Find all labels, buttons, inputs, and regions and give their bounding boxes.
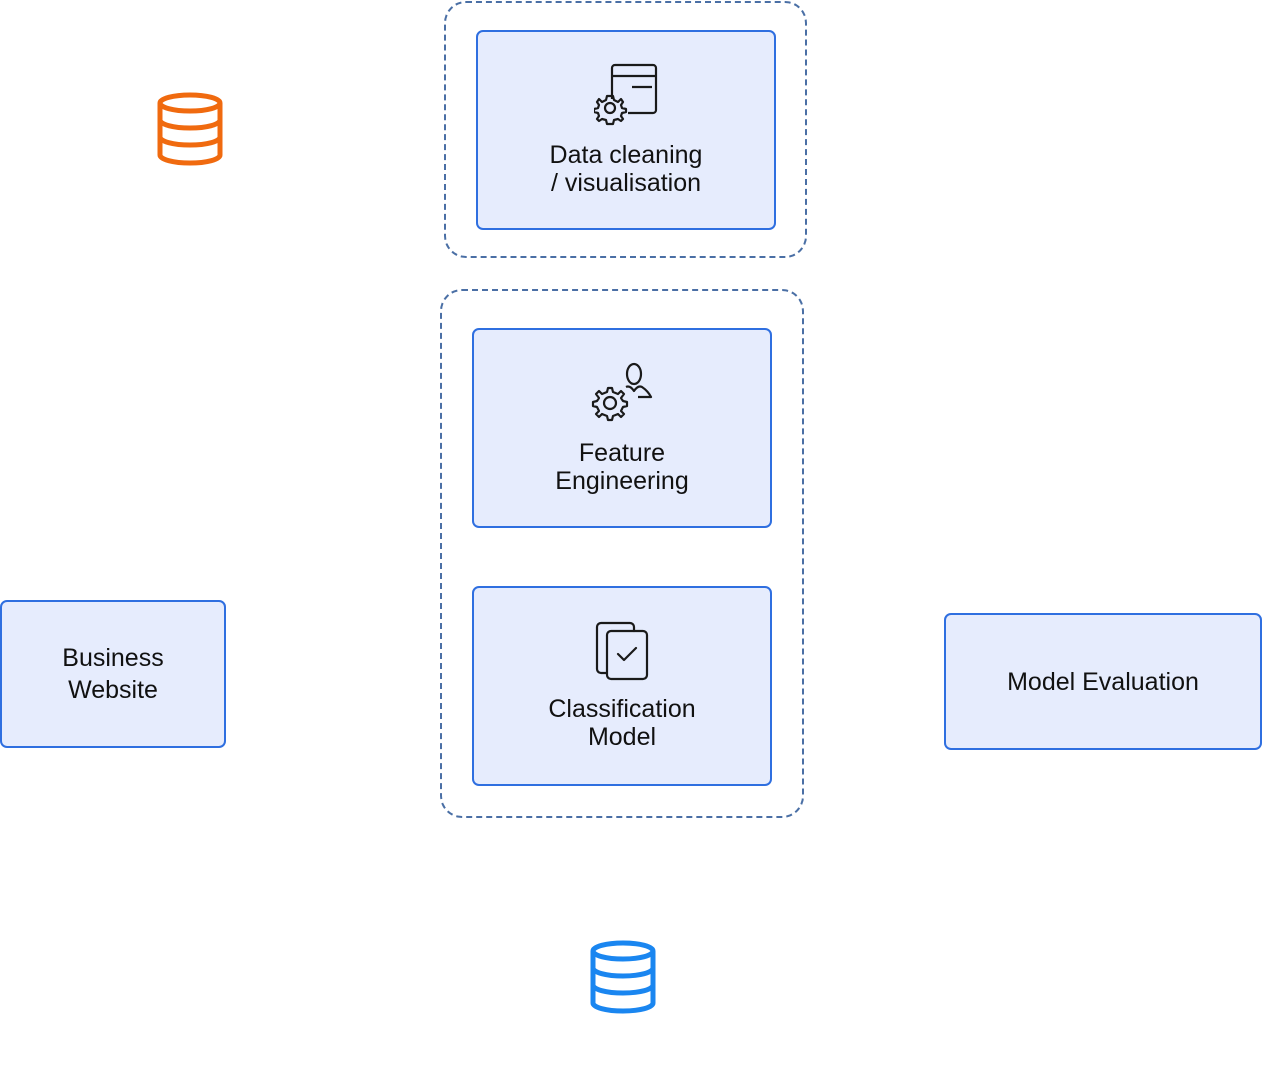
data-cleaning-node[interactable]: Data cleaning / visualisation	[476, 30, 776, 230]
data-cleaning-line1: Data cleaning	[549, 141, 703, 169]
model-evaluation-node[interactable]: Model Evaluation	[944, 613, 1262, 750]
feature-engineering-node[interactable]: Feature Engineering	[472, 328, 772, 528]
model-evaluation-label: Model Evaluation	[1007, 668, 1199, 696]
business-website-node[interactable]: Business Website	[0, 600, 226, 748]
classification-model-label: Classification Model	[548, 695, 695, 751]
output-database-icon	[590, 940, 656, 1014]
settings-window-icon	[594, 63, 658, 126]
classification-model-line2: Model	[587, 723, 657, 751]
user-gear-icon	[591, 362, 653, 422]
business-website-label: Business Website	[62, 642, 163, 706]
feature-engineering-label: Feature Engineering	[555, 439, 688, 495]
modeling-group	[440, 289, 804, 818]
feature-engineering-line2: Engineering	[555, 467, 689, 495]
data-cleaning-line2: / visualisation	[550, 169, 702, 197]
business-website-line2: Website	[68, 676, 158, 704]
document-check-icon	[595, 621, 649, 681]
classification-model-line1: Classification	[548, 695, 696, 723]
source-database-icon	[157, 92, 223, 166]
business-website-line1: Business	[62, 644, 164, 672]
preprocessing-group	[444, 1, 807, 258]
feature-engineering-line1: Feature	[578, 439, 666, 467]
model-evaluation-line1: Model Evaluation	[1007, 667, 1199, 696]
data-cleaning-label: Data cleaning / visualisation	[550, 141, 703, 197]
classification-model-node[interactable]: Classification Model	[472, 586, 772, 786]
